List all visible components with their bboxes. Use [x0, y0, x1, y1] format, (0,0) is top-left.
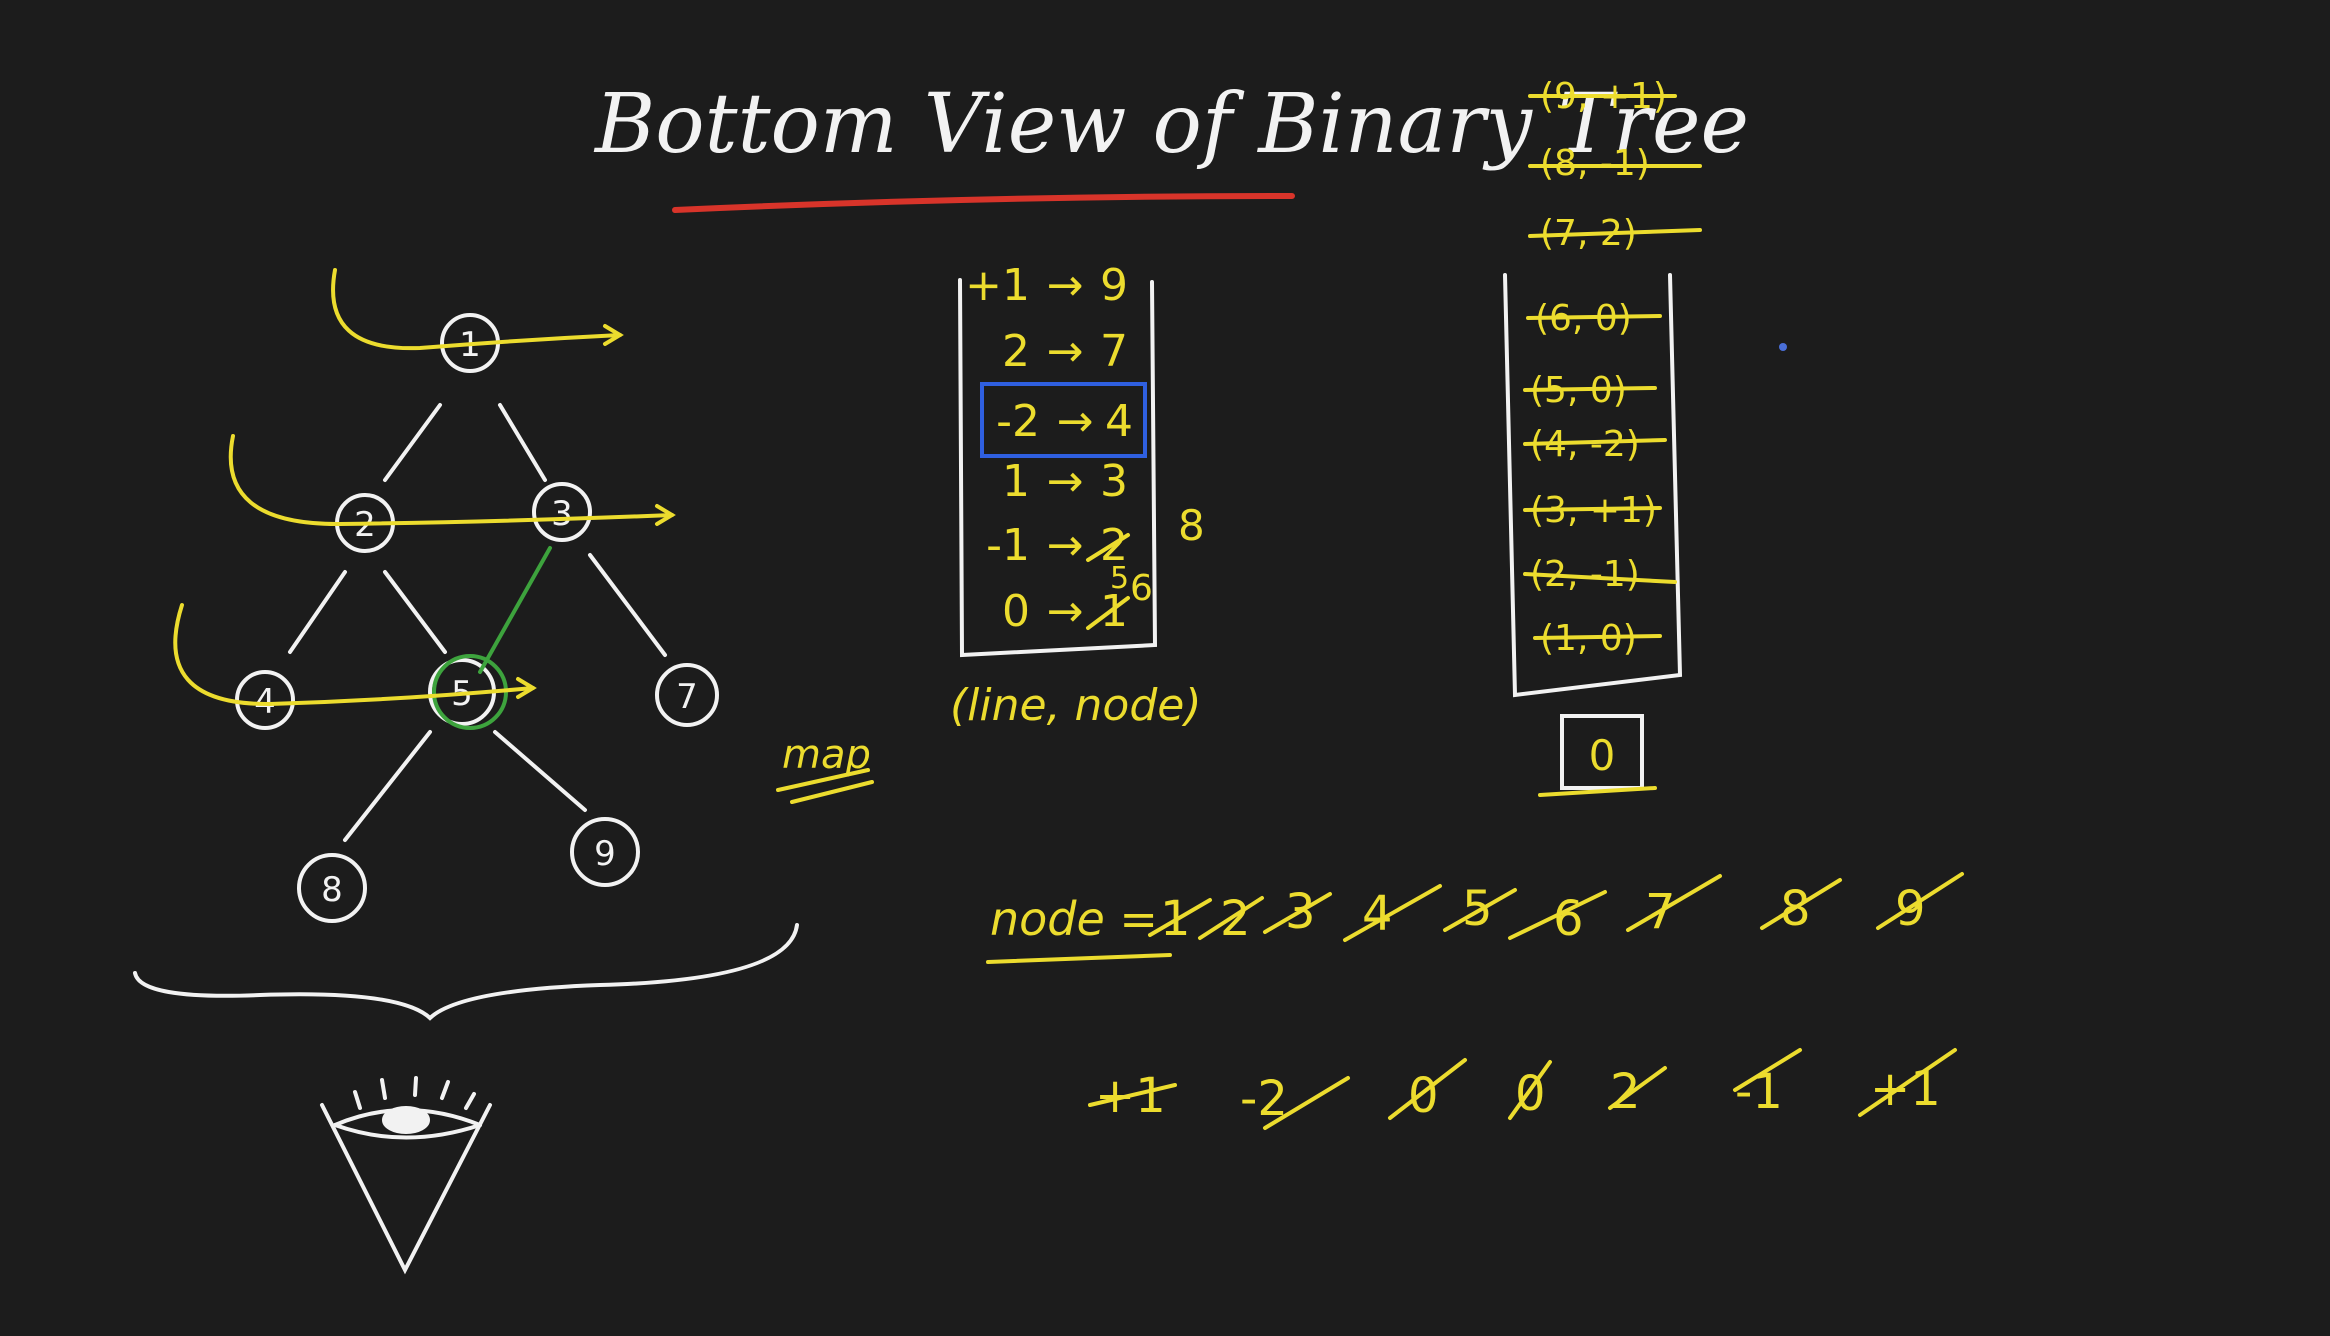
stray-dot — [1779, 343, 1787, 351]
queue-bottom-cell: 0 — [1538, 714, 1657, 797]
arrow-glyph: → — [1047, 456, 1084, 507]
map-row-line: -1 — [986, 520, 1030, 571]
map-row-line: +1 — [965, 260, 1030, 311]
tree-node-9: 9 — [570, 817, 640, 887]
line-row-value: 0 — [1408, 1068, 1439, 1124]
node-row-underline — [986, 953, 1172, 964]
arrow-glyph: → — [1047, 326, 1084, 377]
map-overwrite: 6 — [1130, 568, 1153, 609]
tree-nodes: 1 2 3 4 5 7 8 9 — [235, 313, 719, 923]
level-arrow-0 — [331, 268, 622, 351]
map-row: 0 → 1 — [1002, 586, 1128, 637]
queue-bottom-value: 0 — [1589, 731, 1616, 780]
map-overwrite: 8 — [1178, 501, 1205, 550]
arrow-glyph: → — [1047, 260, 1084, 311]
map-label-underline — [776, 768, 874, 804]
arrow-glyph: → — [1047, 520, 1084, 571]
queue-strikes — [1523, 94, 1702, 640]
tree-node-3: 3 — [532, 482, 592, 542]
queue-item: (8, -1) — [1540, 143, 1650, 184]
map-row: 1 → 3 — [1002, 456, 1128, 507]
title-underline — [672, 193, 1295, 213]
node-row-label: node = — [990, 892, 1158, 946]
level-arrows — [173, 268, 676, 707]
map-row: -2 → 4 — [996, 396, 1133, 447]
arrow-glyph: → — [1057, 396, 1094, 447]
tree-node-4: 4 — [235, 670, 295, 730]
map-row-node: 7 — [1100, 326, 1128, 377]
map-row-node: 9 — [1100, 260, 1128, 311]
map-overwrite: 5 — [1110, 561, 1129, 596]
map-row-node: 4 — [1105, 396, 1133, 447]
node-row-value: 5 — [1462, 881, 1493, 937]
tree-node-label: 9 — [594, 834, 616, 874]
map-row-line: -2 — [996, 396, 1040, 447]
binary-tree — [288, 403, 667, 842]
line-row-value: -1 — [1735, 1064, 1783, 1120]
map-row-line: 1 — [1002, 456, 1030, 507]
map-row: 2 → 7 — [1002, 326, 1128, 377]
eye-icon — [320, 1076, 492, 1275]
line-row-value: 2 — [1610, 1064, 1641, 1120]
tree-node-7: 7 — [655, 663, 719, 727]
map-row: +1 → 9 — [965, 260, 1128, 311]
map-row-line: 2 — [1002, 326, 1030, 377]
tree-node-label: 8 — [321, 870, 343, 910]
arrow-glyph: → — [1047, 586, 1084, 637]
queue-items: (9, +1) (8, -1) (7, 2) (6, 0) (5, 0) (4,… — [1530, 76, 1667, 659]
node-row-values: 1 2 3 4 5 6 7 8 9 — [1160, 881, 1926, 947]
map-box — [958, 278, 1158, 658]
map-caption: (line, node) — [950, 680, 1202, 731]
queue-box — [1503, 273, 1683, 698]
tree-node-label: 3 — [551, 494, 573, 534]
line-row-strikes — [1088, 1048, 1957, 1130]
line-row-value: +1 — [1870, 1061, 1941, 1117]
map-label: map — [782, 732, 871, 778]
level-arrow-1 — [228, 434, 674, 527]
node-row-strikes — [1148, 872, 1964, 942]
tree-brace — [133, 923, 799, 1021]
map-row: -1 → 2 — [986, 520, 1128, 571]
map-row-line: 0 — [1002, 586, 1030, 637]
map-row-node: 1 — [1100, 586, 1128, 637]
tree-node-8: 8 — [297, 853, 367, 923]
node-row-value: 6 — [1553, 891, 1584, 947]
map-strikes — [1086, 533, 1130, 630]
highlight-box — [980, 382, 1147, 458]
line-row-values: +1 -2 0 0 2 -1 +1 — [1095, 1061, 1941, 1127]
map-rows: +1 → 9 2 → 7 -2 → 4 1 → 3 -1 → 2 0 → 1 — [965, 260, 1133, 637]
page-title: Bottom View of Binary Tree — [593, 77, 1749, 172]
map-row-node: 3 — [1100, 456, 1128, 507]
level-arrow-2 — [173, 603, 535, 707]
tree-node-label: 7 — [676, 677, 698, 717]
node-row-value: 2 — [1220, 891, 1251, 947]
